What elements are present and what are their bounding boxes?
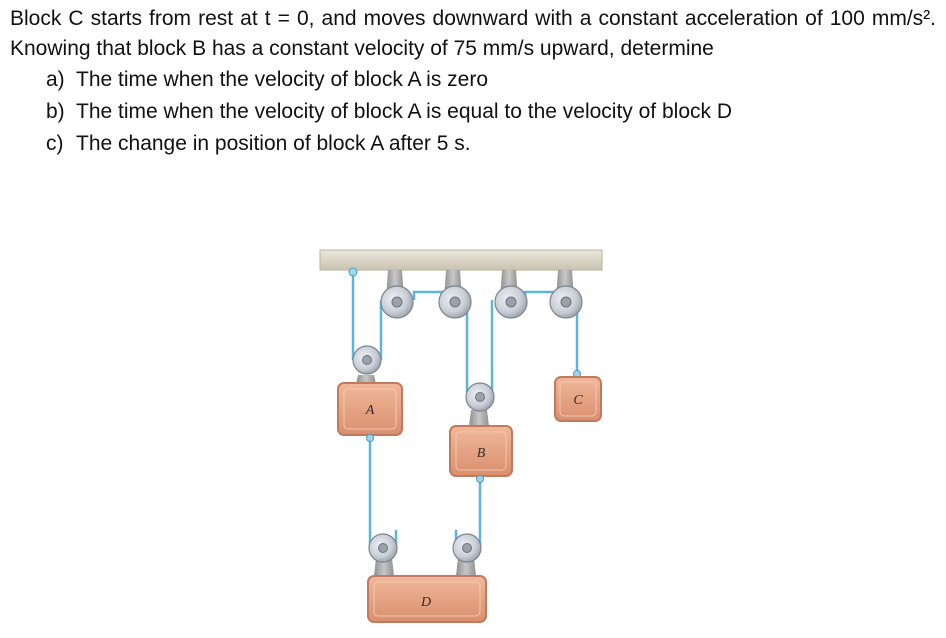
ceiling-support <box>319 249 603 271</box>
block-d-label: D <box>420 595 431 610</box>
problem-intro: Block C starts from rest at t = 0, and m… <box>10 7 936 60</box>
part-b-text: The time when the velocity of block A is… <box>76 100 733 123</box>
part-a-letter: a) <box>46 68 65 91</box>
part-a-text: The time when the velocity of block A is… <box>76 68 489 91</box>
ceiling-anchor <box>348 267 358 277</box>
block-c: C <box>554 370 602 422</box>
block-b: B <box>449 382 513 483</box>
block-b-label: B <box>477 446 486 461</box>
part-c: c) The change in position of block A afte… <box>46 128 936 160</box>
block-d: D <box>367 533 487 623</box>
part-a: a) The time when the velocity of block A … <box>46 64 936 96</box>
part-b: b) The time when the velocity of block A … <box>46 96 936 128</box>
block-a: A <box>337 345 403 442</box>
block-c-label: C <box>573 393 583 408</box>
problem-statement: Block C starts from rest at t = 0, and m… <box>10 4 936 160</box>
part-c-text: The change in position of block A after … <box>76 132 471 155</box>
problem-parts-list: a) The time when the velocity of block A … <box>10 64 936 160</box>
part-c-letter: c) <box>46 132 64 155</box>
fixed-pulleys <box>380 285 583 319</box>
part-b-letter: b) <box>46 100 65 123</box>
block-a-label: A <box>365 403 375 418</box>
